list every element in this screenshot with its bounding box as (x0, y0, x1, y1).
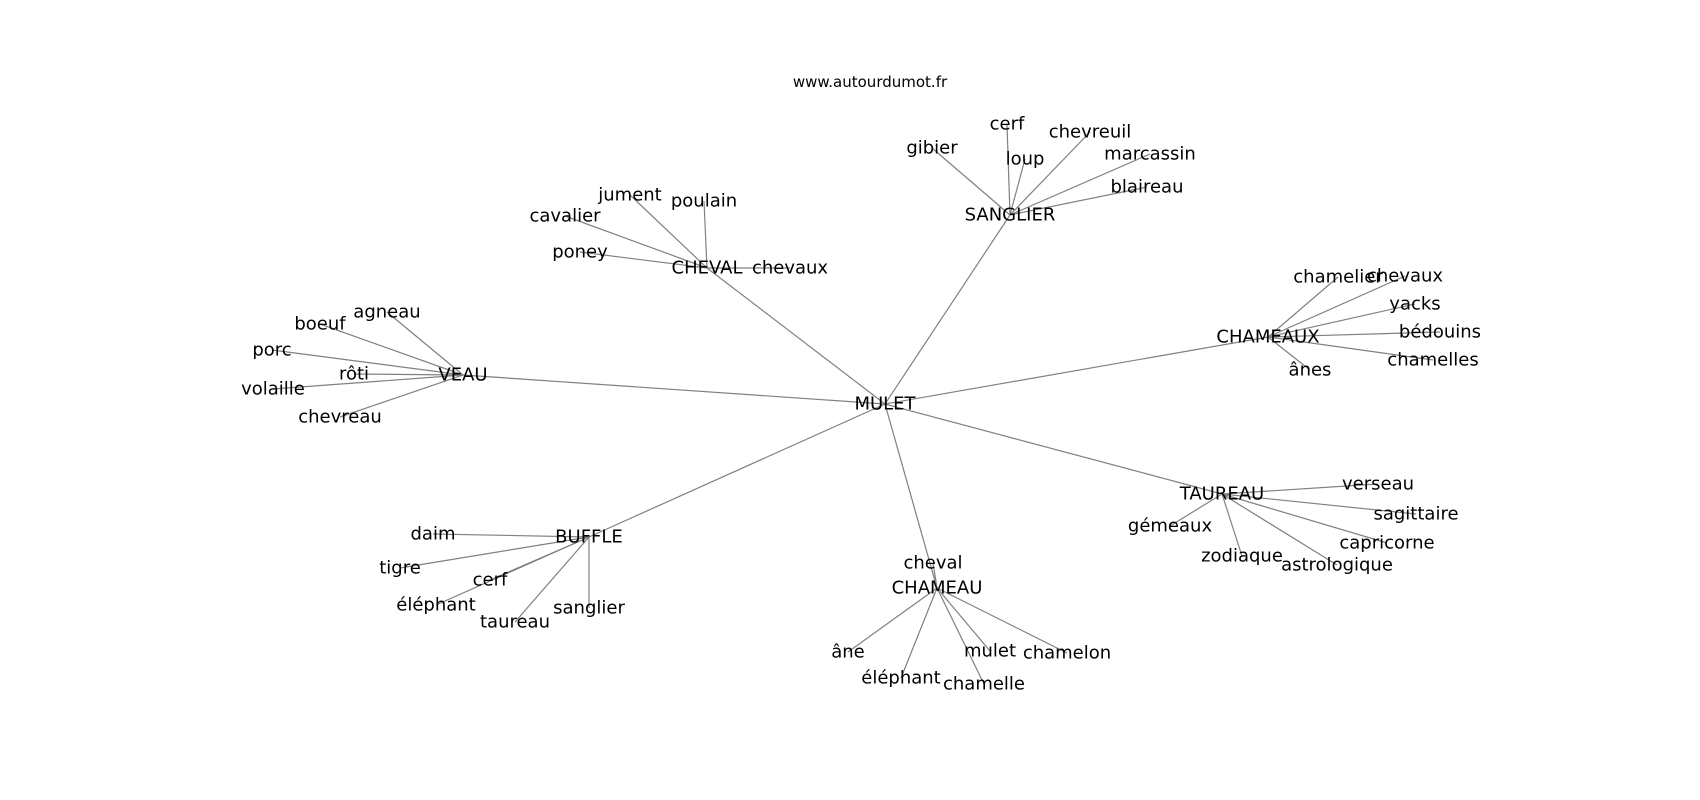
leaf-node-label[interactable]: poulain (671, 191, 737, 212)
edge-veau-leaf (353, 373, 464, 376)
edge-chameaux-leaf (1267, 331, 1441, 338)
leaf-node-label[interactable]: âne (831, 642, 865, 663)
edge-taureau-leaf (1169, 493, 1223, 527)
edge-chameaux-leaf (1267, 276, 1339, 338)
leaf-node-label[interactable]: blaireau (1111, 177, 1184, 198)
leaf-node-label[interactable]: gibier (906, 138, 958, 159)
edge-cheval-leaf (629, 194, 708, 269)
edge-chameaux-leaf (1267, 336, 1311, 371)
edge-taureau-leaf (1221, 493, 1388, 544)
leaf-node-label[interactable]: cavalier (529, 206, 601, 227)
leaf-node-label[interactable]: cerf (473, 570, 508, 591)
leaf-node-label[interactable]: verseau (1342, 474, 1414, 495)
leaf-node-label[interactable]: sanglier (553, 598, 625, 619)
leaf-node-label[interactable]: ânes (1289, 360, 1332, 381)
leaf-node-label[interactable]: zodiaque (1201, 546, 1283, 567)
edge-root-sanglier (884, 214, 1011, 405)
edge-cheval-leaf (579, 251, 708, 269)
leaf-node-label[interactable]: marcassin (1104, 144, 1196, 165)
edge-veau-leaf (272, 374, 464, 390)
leaf-node-label[interactable]: taureau (480, 612, 550, 633)
leaf-node-label[interactable]: chamelier (1293, 267, 1383, 288)
edge-veau-leaf (319, 323, 464, 376)
leaf-node-label[interactable]: astrologique (1281, 555, 1393, 576)
leaf-node-label[interactable]: cheval (903, 553, 962, 574)
edge-chameau-leaf (936, 587, 1068, 654)
hub-node-chameau[interactable]: CHAMEAU (892, 578, 983, 599)
edge-buffle-leaf (399, 536, 590, 569)
site-title[interactable]: www.autourdumot.fr (793, 73, 948, 91)
leaf-node-label[interactable]: bédouins (1399, 322, 1481, 343)
edge-chameau-leaf (936, 587, 991, 652)
edge-sanglier-leaf (1006, 123, 1011, 216)
edge-sanglier-leaf (1009, 186, 1148, 216)
edge-chameau-leaf (932, 562, 938, 589)
leaf-node-label[interactable]: éléphant (396, 595, 475, 616)
edge-root-veau (462, 374, 886, 405)
root-node-label[interactable]: MULET (854, 394, 916, 415)
leaf-node-label[interactable]: cerf (990, 114, 1025, 135)
leaf-node-label[interactable]: daim (411, 524, 456, 545)
edge-root-taureau (884, 403, 1223, 495)
leaf-node-label[interactable]: porc (252, 340, 291, 361)
edge-taureau-leaf (1221, 493, 1243, 557)
graph-edges (271, 123, 1441, 685)
hub-node-buffle[interactable]: BUFFLE (555, 527, 623, 548)
edge-sanglier-leaf (1009, 158, 1026, 216)
edge-veau-leaf (386, 311, 464, 376)
leaf-node-label[interactable]: chamelle (943, 674, 1025, 695)
edge-cheval-leaf (703, 200, 708, 269)
edge-sanglier-leaf (931, 147, 1011, 216)
edge-veau-leaf (271, 349, 464, 376)
edge-sanglier-leaf (1009, 131, 1091, 216)
edge-taureau-leaf (1221, 483, 1379, 495)
edge-root-chameau (884, 403, 938, 589)
leaf-node-label[interactable]: agneau (353, 302, 420, 323)
edge-buffle-leaf (432, 533, 590, 538)
edge-cheval-leaf (564, 215, 708, 269)
edge-taureau-leaf (1221, 493, 1417, 515)
leaf-node-label[interactable]: chamelles (1387, 350, 1478, 371)
edge-root-buffle (588, 403, 886, 538)
leaf-node-label[interactable]: capricorne (1339, 533, 1434, 554)
graph-labels: www.autourdumot.fr MULET CHEVAL jument poul… (241, 73, 1481, 695)
leaf-node-label[interactable]: chevreau (298, 407, 382, 428)
leaf-node-label[interactable]: mulet (964, 641, 1016, 662)
edge-sanglier-leaf (1009, 153, 1151, 216)
leaf-node-label[interactable]: tigre (379, 558, 421, 579)
edge-chameaux-leaf (1267, 303, 1416, 338)
hub-node-chameaux[interactable]: CHAMEAUX (1216, 327, 1319, 348)
edge-chameau-leaf (900, 587, 938, 679)
leaf-node-label[interactable]: poney (552, 242, 608, 263)
edge-chameaux-leaf (1267, 275, 1406, 338)
leaf-node-label[interactable]: rôti (339, 364, 369, 385)
edge-taureau-leaf (1221, 493, 1338, 566)
edge-chameaux-leaf (1267, 336, 1434, 361)
hub-node-taureau[interactable]: TAUREAU (1179, 484, 1264, 505)
leaf-node-label[interactable]: loup (1006, 149, 1045, 170)
edge-buffle-leaf (435, 536, 590, 606)
leaf-node-label[interactable]: volaille (241, 379, 305, 400)
leaf-node-label[interactable]: yacks (1389, 294, 1440, 315)
leaf-node-label[interactable]: sagittaire (1373, 504, 1458, 525)
leaf-node-label[interactable]: chevreuil (1049, 122, 1132, 143)
leaf-node-label[interactable]: chamelon (1023, 643, 1111, 664)
leaf-node-label[interactable]: boeuf (294, 314, 346, 335)
leaf-node-label[interactable]: chevaux (1367, 266, 1443, 287)
leaf-node-label[interactable]: jument (597, 185, 661, 206)
hub-node-veau[interactable]: VEAU (438, 365, 487, 386)
edge-chameau-leaf (847, 587, 938, 653)
leaf-node-label[interactable]: chevaux (752, 258, 828, 279)
edge-veau-leaf (339, 374, 464, 418)
edge-chameau-leaf (936, 587, 985, 685)
leaf-node-label[interactable]: éléphant (861, 668, 940, 689)
edge-buffle-leaf (514, 536, 590, 623)
leaf-node-label[interactable]: gémeaux (1128, 516, 1213, 537)
edge-root-chameaux (884, 336, 1269, 405)
hub-node-sanglier[interactable]: SANGLIER (965, 205, 1056, 226)
hub-node-cheval[interactable]: CHEVAL (672, 258, 743, 279)
edge-root-cheval (706, 267, 886, 405)
